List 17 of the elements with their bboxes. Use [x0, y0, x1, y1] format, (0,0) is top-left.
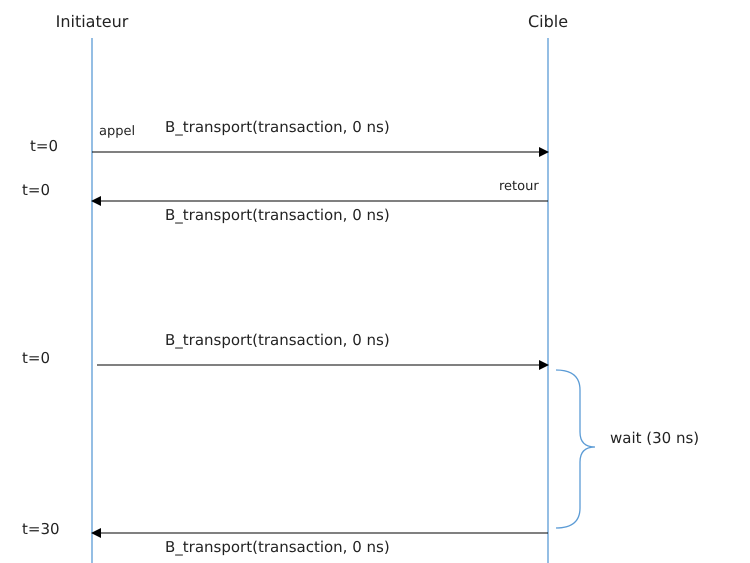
arrow — [96, 360, 549, 370]
message-label: B_transport(transaction, 0 ns) — [165, 118, 390, 136]
time-label: t=30 — [22, 520, 60, 538]
arrow — [92, 147, 549, 157]
arrow — [91, 528, 548, 538]
message-label: B_transport(transaction, 0 ns) — [165, 538, 390, 556]
time-label: t=0 — [22, 181, 50, 199]
time-label: t=0 — [22, 349, 50, 367]
message-label: B_transport(transaction, 0 ns) — [165, 206, 390, 224]
call-label: appel — [99, 124, 136, 139]
participant-label: Initiateur — [54, 12, 130, 31]
message-label: B_transport(transaction, 0 ns) — [165, 331, 390, 349]
wait-label: wait (30 ns) — [610, 429, 700, 447]
time-label: t=0 — [30, 137, 58, 155]
arrow — [91, 196, 548, 206]
return-label: retour — [499, 179, 539, 194]
participant-label: Cible — [526, 12, 570, 31]
